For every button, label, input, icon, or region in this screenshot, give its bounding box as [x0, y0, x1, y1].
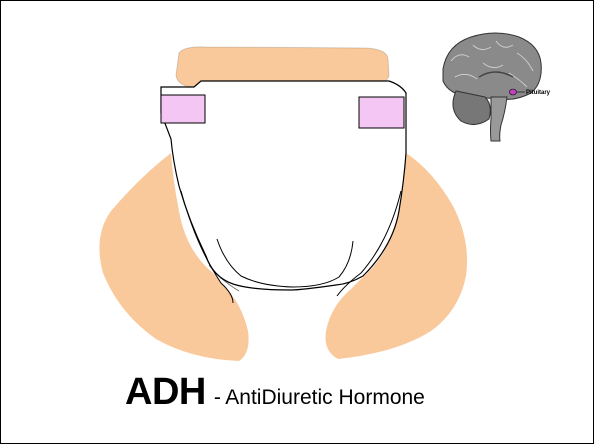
right-nucleus-highlight [359, 97, 404, 128]
left-nucleus-highlight [161, 95, 205, 123]
caption-abbreviation: ADH [125, 371, 206, 413]
diagram-caption: ADH- AntiDiuretic Hormone [125, 371, 425, 414]
caption-separator: - [214, 386, 221, 409]
pituitary-marker [510, 89, 517, 95]
brain-inset: Pituitary [443, 33, 551, 141]
pituitary-label: Pituitary [526, 90, 551, 96]
caption-full-name: AntiDiuretic Hormone [225, 386, 425, 409]
brain-stem [491, 97, 508, 141]
